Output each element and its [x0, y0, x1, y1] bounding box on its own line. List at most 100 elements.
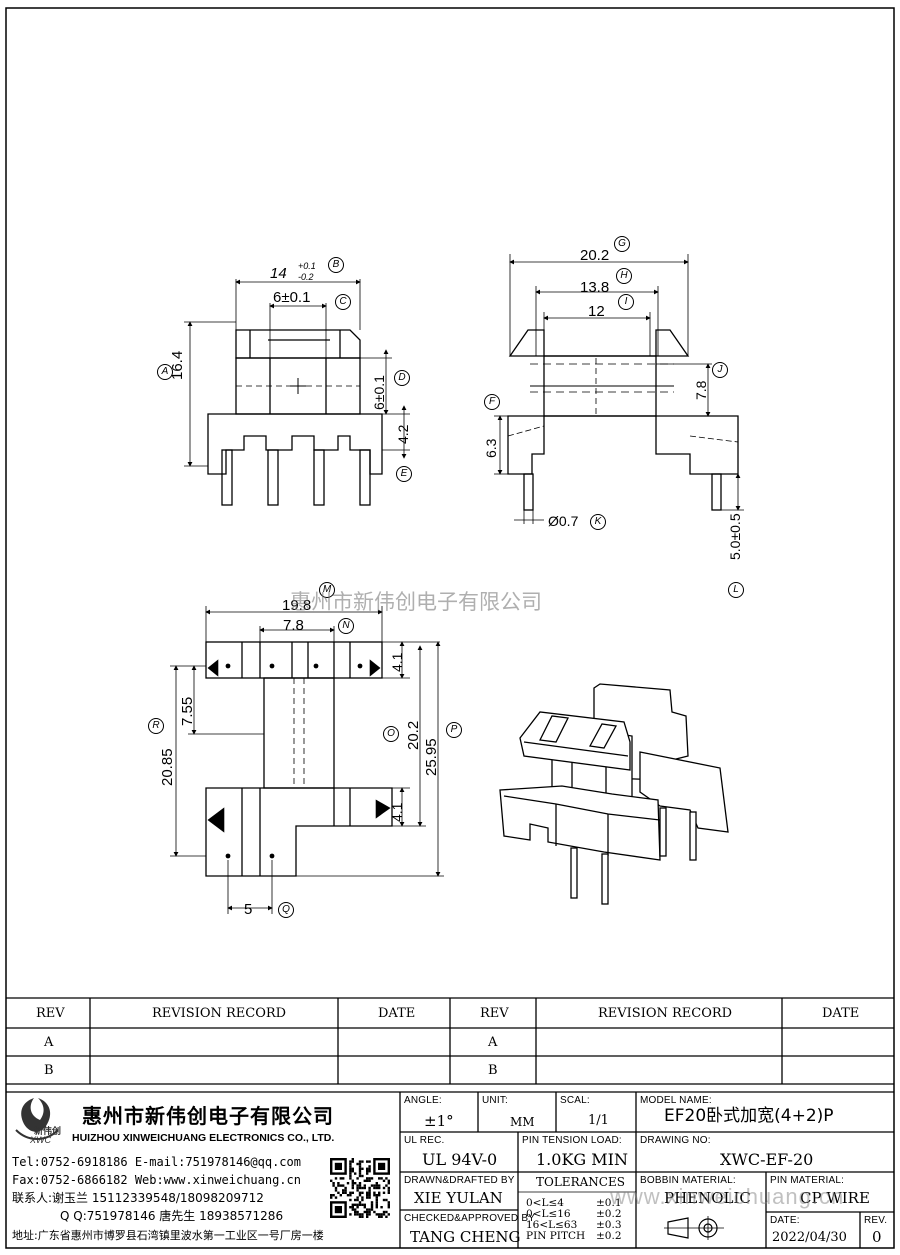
- dim-t1: 4.1: [389, 652, 405, 672]
- tol-value-1: ±0.1: [596, 1197, 622, 1209]
- drawn-by-value: XIE YULAN: [414, 1189, 503, 1207]
- tol-range-4: PIN PITCH: [526, 1230, 586, 1242]
- tol-value-2: ±0.2: [596, 1208, 622, 1220]
- bobbin-material-value: PHENOLIC: [664, 1189, 751, 1207]
- tol-value-3: ±0.3: [596, 1219, 622, 1231]
- top-view: [170, 606, 444, 914]
- unit-value: MM: [510, 1115, 535, 1129]
- revision-record-header-1: REVISION RECORD: [152, 1006, 287, 1021]
- balloon-a: A: [157, 364, 173, 380]
- tol-value-4: ±0.2: [596, 1230, 622, 1242]
- dim-j: 7.8: [693, 380, 709, 400]
- ul-rec-value: UL 94V-0: [422, 1150, 498, 1169]
- balloon-l: L: [728, 582, 744, 598]
- dim-g: 20.2: [580, 247, 610, 264]
- dim-q: 5: [244, 901, 253, 918]
- balloon-n: N: [338, 618, 354, 634]
- balloon-q: Q: [278, 902, 294, 918]
- drawing-no-value: XWC-EF-20: [720, 1150, 814, 1169]
- angle-label: ANGLE:: [404, 1095, 442, 1106]
- model-name-value: EF20卧式加宽(4+2)P: [664, 1106, 834, 1126]
- dim-f: 6.3: [483, 438, 499, 458]
- dim-c: 6±0.1: [273, 289, 311, 306]
- balloon-i: I: [618, 294, 634, 310]
- pin-tension-value: 1.0KG MIN: [536, 1150, 628, 1169]
- watermark-text: 惠州市新伟创电子有限公司: [290, 590, 542, 614]
- date-header-2: DATE: [822, 1006, 860, 1021]
- date-label: DATE:: [770, 1215, 800, 1226]
- balloon-h: H: [616, 268, 632, 284]
- tolerances-label: TOLERANCES: [536, 1175, 625, 1189]
- rev-row-b-right: B: [488, 1063, 498, 1078]
- balloon-g: G: [614, 236, 630, 252]
- date-value: 2022/04/30: [772, 1230, 847, 1245]
- company-fax: Fax:0752-6866182 Web:www.xinweichuang.cn: [12, 1173, 301, 1187]
- watermark-url: www.xinweichuang.cn: [610, 1184, 845, 1209]
- dim-o: 20.2: [405, 720, 422, 750]
- drawn-by-label: DRAWN&DRAFTED BY: [404, 1175, 515, 1186]
- company-qq: Q Q:751978146 唐先生 18938571286: [60, 1209, 284, 1223]
- dim-m: 19.8: [282, 597, 312, 614]
- company-tel: Tel:0752-6918186 E-mail:751978146@qq.com: [12, 1155, 301, 1169]
- rev-value: 0: [872, 1228, 882, 1246]
- logo-text: 新伟创: [34, 1127, 62, 1137]
- pin-tension-label: PIN TENSION LOAD:: [522, 1135, 622, 1146]
- rev-row-b-left: B: [44, 1063, 54, 1078]
- tol-range-1: 0<L≤4: [526, 1197, 564, 1209]
- dim-n: 7.8: [283, 617, 304, 634]
- pin-material-label: PIN MATERIAL:: [770, 1175, 845, 1186]
- dim-e: 4.2: [395, 424, 411, 444]
- dim-l: 5.0±0.5: [727, 513, 743, 560]
- projection-symbol-icon: [664, 1216, 724, 1240]
- dim-b: 14: [270, 265, 287, 282]
- revision-table-grid: [6, 997, 894, 1093]
- revision-record-header-2: REVISION RECORD: [598, 1006, 733, 1021]
- tol-range-3: 16<L≤63: [526, 1219, 578, 1231]
- dim-d: 6±0.1: [371, 375, 387, 410]
- dim-b-tol-minus: -0.2: [298, 272, 314, 282]
- balloon-o: O: [383, 726, 399, 742]
- balloon-m: M: [319, 582, 335, 598]
- drawing-border: [5, 7, 895, 1249]
- balloon-j: J: [712, 362, 728, 378]
- company-address: 地址:广东省惠州市博罗县石湾镇里波水第一工业区一号厂房一楼: [12, 1229, 324, 1242]
- company-contact: 联系人:谢玉兰 15112339548/18098209712: [12, 1191, 264, 1205]
- rev-label: REV.: [864, 1215, 888, 1226]
- rev-header-2: REV: [480, 1006, 509, 1021]
- qr-code-icon: [330, 1158, 390, 1218]
- dim-t2: 4.1: [389, 802, 405, 822]
- bobbin-material-label: BOBBIN MATERIAL:: [640, 1175, 736, 1186]
- logo-abbr: XWC: [30, 1135, 51, 1145]
- rev-header-1: REV: [36, 1006, 65, 1021]
- dim-a: 16.4: [169, 350, 186, 380]
- balloon-c: C: [335, 294, 351, 310]
- dim-i: 12: [588, 303, 605, 320]
- unit-label: UNIT:: [482, 1095, 508, 1106]
- angle-value: ±1°: [424, 1112, 454, 1130]
- balloon-r: R: [148, 718, 164, 734]
- balloon-d: D: [394, 370, 410, 386]
- balloon-f: F: [484, 394, 500, 410]
- xwc-logo-icon: [15, 1098, 59, 1140]
- front-view: [184, 279, 410, 506]
- balloon-e: E: [396, 466, 412, 482]
- date-header-1: DATE: [378, 1006, 416, 1021]
- dim-r: 20.85: [159, 748, 176, 786]
- dim-k: Ø0.7: [548, 513, 579, 529]
- pin-material-value: CP WIRE: [800, 1189, 870, 1207]
- isometric-view: [499, 683, 729, 905]
- checked-by-label: CHECKED&APPROVED BY: [404, 1213, 536, 1224]
- side-view: [494, 254, 744, 524]
- balloon-p: P: [446, 722, 462, 738]
- balloon-b: B: [328, 257, 344, 273]
- checked-by-value: TANG CHENG: [410, 1228, 521, 1246]
- title-block-grid: [399, 1092, 894, 1248]
- balloon-k: K: [590, 514, 606, 530]
- rev-row-a-right: A: [488, 1035, 498, 1050]
- drawing-no-label: DRAWING NO:: [640, 1135, 711, 1146]
- dim-h: 13.8: [580, 279, 610, 296]
- scale-label: SCAL:: [560, 1095, 590, 1106]
- dim-b-tol-plus: +0.1: [298, 261, 316, 271]
